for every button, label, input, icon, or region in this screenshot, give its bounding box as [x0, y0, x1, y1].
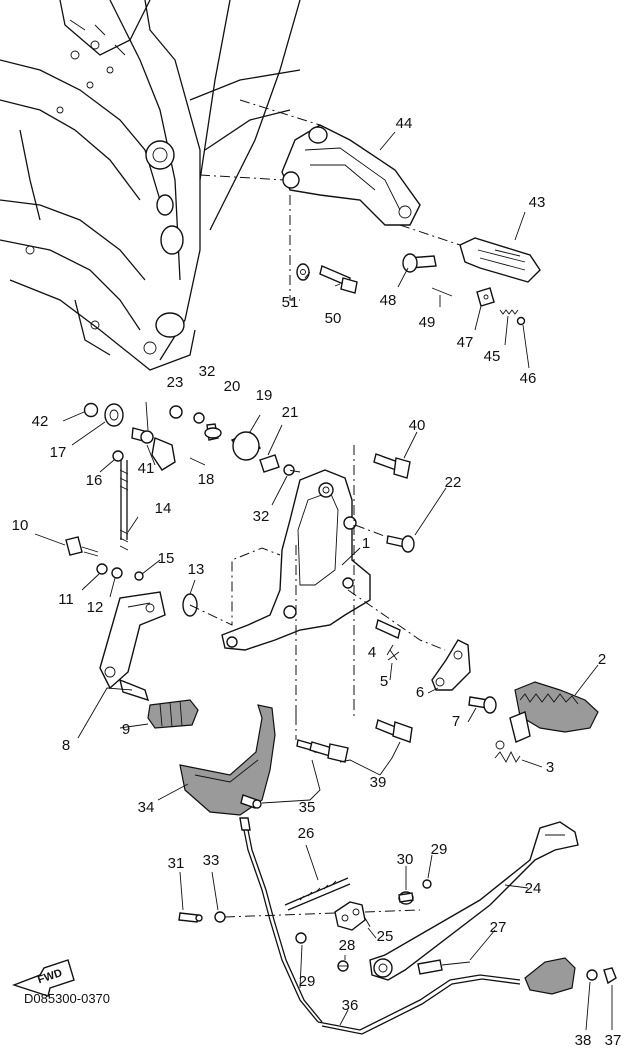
callout-43: 43	[529, 194, 546, 211]
sidestand-assembly	[11, 817, 617, 1035]
callout-22: 22	[445, 474, 462, 491]
callout-9: 9	[122, 721, 130, 738]
callout-36: 36	[342, 997, 359, 1014]
callout-46: 46	[520, 370, 537, 387]
callout-51: 51	[282, 294, 299, 311]
callout-47: 47	[457, 334, 474, 351]
callout-32b: 32	[253, 508, 270, 525]
callout-31: 31	[168, 855, 185, 872]
callout-8: 8	[62, 737, 70, 754]
rider-footpeg-assembly	[375, 619, 599, 763]
callout-7: 7	[452, 713, 460, 730]
callout-4: 4	[368, 644, 376, 661]
callout-32a: 32	[199, 363, 216, 380]
leader-lines	[34, 131, 613, 1031]
callout-16: 16	[86, 472, 103, 489]
callout-28: 28	[339, 937, 356, 954]
callout-3: 3	[546, 759, 554, 776]
callout-13: 13	[188, 561, 205, 578]
callout-33: 33	[203, 852, 220, 869]
callout-15: 15	[158, 550, 175, 567]
callout-12: 12	[87, 599, 104, 616]
callout-18: 18	[198, 471, 215, 488]
callout-44: 44	[396, 115, 413, 132]
callout-37: 37	[605, 1032, 622, 1049]
callout-17: 17	[50, 444, 67, 461]
callout-27: 27	[490, 919, 507, 936]
callout-10: 10	[12, 517, 29, 534]
callout-11: 11	[58, 591, 74, 608]
callout-21: 21	[282, 404, 299, 421]
passenger-footrest-assembly	[199, 99, 541, 326]
callout-26: 26	[298, 825, 315, 842]
callout-38: 38	[575, 1032, 592, 1049]
callout-19: 19	[256, 387, 273, 404]
bolts-40-22	[373, 453, 415, 553]
callout-48: 48	[380, 292, 397, 309]
callout-30: 30	[397, 851, 414, 868]
callout-6: 6	[416, 684, 424, 701]
callout-24: 24	[525, 880, 542, 897]
callout-42: 42	[32, 413, 49, 430]
shift-linkage-parts	[65, 402, 295, 729]
rider-footrest-bracket	[189, 445, 446, 720]
callout-50: 50	[325, 310, 342, 327]
callout-5: 5	[380, 673, 388, 690]
callout-29a: 29	[431, 841, 448, 858]
callout-23: 23	[167, 374, 184, 391]
callout-14: 14	[155, 500, 172, 517]
callout-41: 41	[138, 460, 155, 477]
callout-35: 35	[299, 799, 316, 816]
heel-guard-assembly	[179, 700, 413, 816]
callout-2: 2	[598, 651, 606, 668]
callout-45: 45	[484, 348, 501, 365]
callout-25: 25	[377, 928, 394, 945]
callout-39: 39	[370, 774, 387, 791]
diagram-code: D085300-0370	[24, 991, 110, 1006]
callout-20: 20	[224, 378, 241, 395]
callout-40: 40	[409, 417, 426, 434]
frame-section	[0, 0, 301, 371]
callout-1: 1	[362, 535, 370, 552]
callout-29b: 29	[299, 973, 316, 990]
callout-34: 34	[138, 799, 155, 816]
callout-49: 49	[419, 314, 436, 331]
